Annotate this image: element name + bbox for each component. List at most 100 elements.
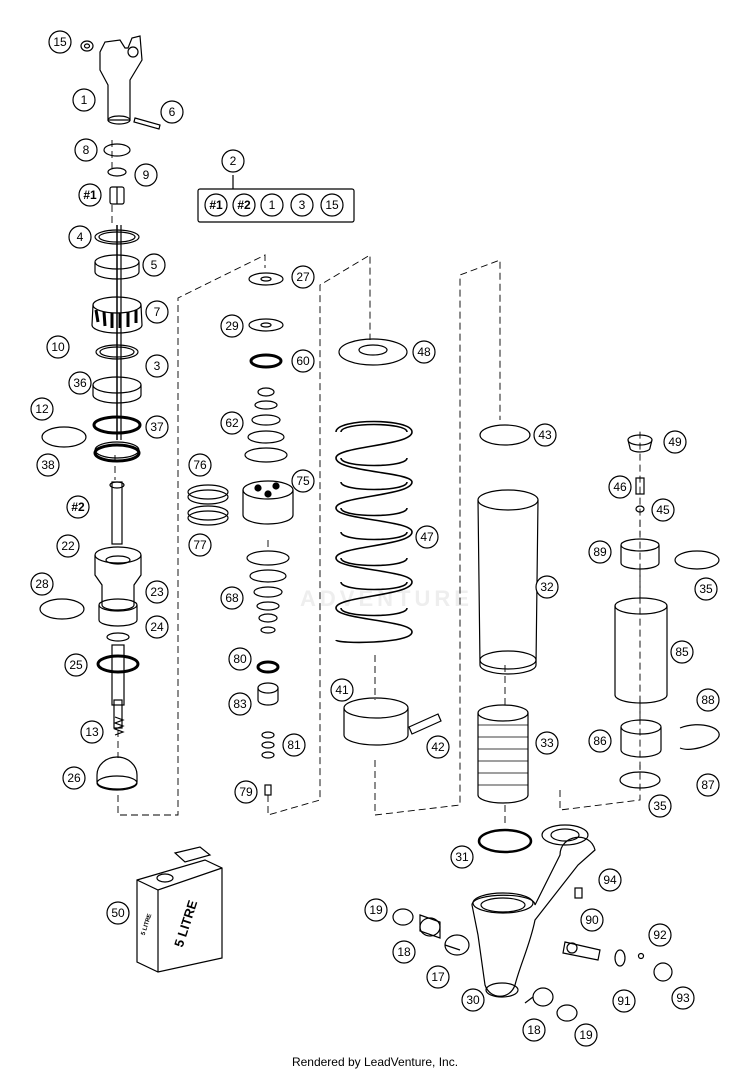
part-19-oring bbox=[392, 908, 414, 926]
callout-3: 3 bbox=[145, 354, 169, 378]
part-22-body bbox=[94, 546, 142, 611]
callout-47: 47 bbox=[415, 525, 439, 549]
oil-can-label: 5 LITRE bbox=[171, 898, 200, 949]
callout-number: 35 bbox=[653, 799, 667, 813]
callout-number: 81 bbox=[287, 738, 301, 752]
part-17-bearing bbox=[444, 934, 470, 956]
part-5-nut bbox=[94, 254, 140, 280]
callout-number: 48 bbox=[417, 345, 431, 359]
callout-number: 42 bbox=[431, 740, 445, 754]
callout-number: #2 bbox=[71, 500, 85, 514]
callout-89: 89 bbox=[588, 540, 612, 564]
callout-13: 13 bbox=[80, 720, 104, 744]
part-42-bolt bbox=[408, 713, 442, 735]
part-60-shim bbox=[249, 353, 283, 369]
callout-92: 92 bbox=[648, 923, 672, 947]
callout-46: 46 bbox=[608, 475, 632, 499]
callout-26: 26 bbox=[62, 766, 86, 790]
part-33-collar bbox=[477, 704, 529, 804]
callout-number: 5 bbox=[151, 258, 158, 272]
callout-5: 5 bbox=[142, 253, 166, 277]
callout-number: 10 bbox=[51, 340, 65, 354]
part-43-ring bbox=[479, 424, 531, 446]
callout-number: 45 bbox=[656, 503, 670, 517]
part-37-seal bbox=[92, 415, 142, 435]
part-6-pin bbox=[133, 117, 161, 130]
callout-79: 79 bbox=[234, 780, 258, 804]
svg-text:#2: #2 bbox=[237, 198, 251, 212]
callout-45: 45 bbox=[651, 498, 675, 522]
callout-number: 35 bbox=[699, 582, 713, 596]
callout-94: 94 bbox=[598, 868, 622, 892]
kit-box bbox=[197, 188, 355, 223]
callout-number: 92 bbox=[653, 928, 667, 942]
callout-43: 43 bbox=[533, 423, 557, 447]
callout-25: 25 bbox=[64, 653, 88, 677]
part-83-nut bbox=[257, 682, 279, 706]
callout-number: 49 bbox=[668, 435, 682, 449]
callout-number: #1 bbox=[83, 188, 97, 202]
part-88-ring bbox=[679, 724, 720, 750]
callout-layer: 151689#145710336123738#22228232425132622… bbox=[30, 30, 720, 1047]
callout-86: 86 bbox=[588, 729, 612, 753]
part-45-oring bbox=[635, 505, 645, 513]
svg-text:1: 1 bbox=[269, 198, 276, 212]
part-93-nut bbox=[653, 962, 673, 982]
callout-41: 41 bbox=[330, 678, 354, 702]
part-85-reservoir bbox=[614, 597, 668, 704]
part-4-ring bbox=[94, 229, 140, 245]
callout-24: 24 bbox=[145, 615, 169, 639]
part-75-piston bbox=[242, 480, 294, 525]
callout-75: 75 bbox=[291, 469, 315, 493]
callout-19: 19 bbox=[574, 1023, 598, 1047]
callout-6: 6 bbox=[160, 100, 184, 124]
callout-1: 1 bbox=[72, 88, 96, 112]
callout-number: 17 bbox=[431, 970, 445, 984]
callout-37: 37 bbox=[145, 415, 169, 439]
callout-number: 23 bbox=[150, 585, 164, 599]
part-13-spring bbox=[113, 716, 125, 736]
callout-number: 31 bbox=[455, 850, 469, 864]
part-90-valve bbox=[562, 941, 601, 961]
svg-text:3: 3 bbox=[299, 198, 306, 212]
callout-number: 80 bbox=[233, 652, 247, 666]
callout-number: 46 bbox=[613, 480, 627, 494]
part-38-ring bbox=[93, 441, 141, 463]
callout-number: 68 bbox=[225, 591, 239, 605]
callout-91: 91 bbox=[612, 989, 636, 1013]
callout-33: 33 bbox=[535, 731, 559, 755]
part-48-seat bbox=[338, 338, 408, 366]
footer-credit: Rendered by LeadVenture, Inc. bbox=[291, 1055, 459, 1069]
callout-90: 90 bbox=[580, 908, 604, 932]
svg-text:#1: #1 bbox=[209, 198, 223, 212]
callout-number: 43 bbox=[538, 428, 552, 442]
callout-22: 22 bbox=[56, 534, 80, 558]
callout-number: 22 bbox=[61, 539, 75, 553]
callout-36: 36 bbox=[68, 371, 92, 395]
kit-item-hash2: #2 bbox=[232, 193, 256, 217]
callout-number: 3 bbox=[154, 359, 161, 373]
callout-12: 12 bbox=[30, 397, 54, 421]
callout-number: 83 bbox=[233, 697, 247, 711]
part-36-cap bbox=[92, 376, 142, 404]
part-23-piston bbox=[98, 598, 138, 627]
callout-23: 23 bbox=[145, 580, 169, 604]
callout-number: 60 bbox=[296, 354, 310, 368]
part-24-washer bbox=[106, 632, 130, 642]
part-80-washer bbox=[256, 660, 280, 674]
callout-number: 89 bbox=[593, 545, 607, 559]
part-28-ring bbox=[39, 598, 85, 620]
part-9-oring bbox=[107, 167, 127, 177]
callout-8: 8 bbox=[74, 138, 98, 162]
part-1-clevis bbox=[99, 35, 143, 125]
callout-number: 88 bbox=[701, 693, 715, 707]
part-25-ring bbox=[96, 654, 140, 674]
part-76-ring bbox=[187, 484, 229, 505]
callout-number: 19 bbox=[579, 1028, 593, 1042]
part-46-valve bbox=[635, 477, 645, 495]
callout-number: 47 bbox=[420, 530, 434, 544]
callout-85: 85 bbox=[670, 640, 694, 664]
callout-81: 81 bbox=[282, 733, 306, 757]
callout-29: 29 bbox=[220, 314, 244, 338]
